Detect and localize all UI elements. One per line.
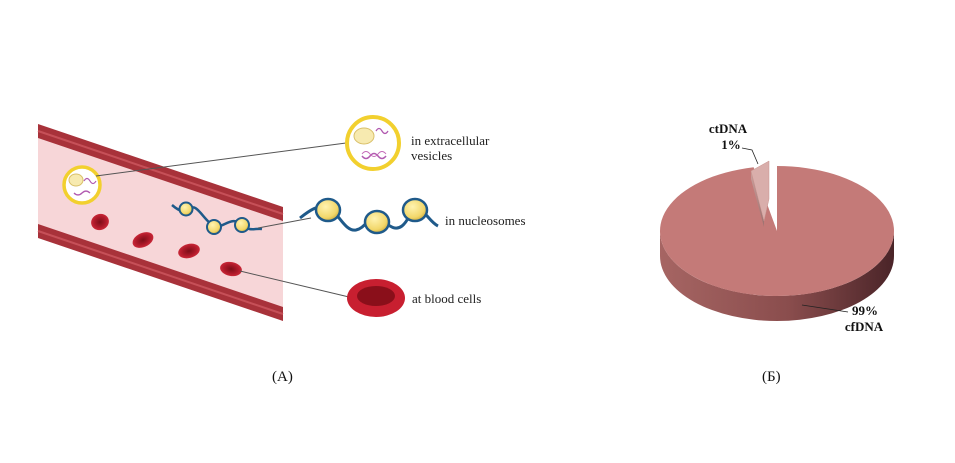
pie-slice-ctdna bbox=[750, 160, 770, 222]
connector-line bbox=[95, 142, 347, 177]
panel-b-caption: (Б) bbox=[762, 369, 781, 385]
ctdna-name-label: ctDNA bbox=[709, 121, 748, 136]
vesicles-label-line2: vesicles bbox=[411, 148, 452, 163]
blood-vessel-diagram bbox=[37, 124, 350, 321]
connector-line bbox=[239, 270, 350, 298]
vesicles-label-line1: in extracellular bbox=[411, 133, 490, 148]
nucleosome-icon bbox=[363, 209, 391, 235]
blood-cells-label: at blood cells bbox=[412, 291, 481, 306]
panel-a-caption: (А) bbox=[272, 369, 293, 385]
nucleosome-icon bbox=[401, 197, 429, 223]
red-blood-cell bbox=[220, 261, 242, 277]
vessel-blood-cells bbox=[91, 213, 242, 277]
red-blood-cell bbox=[178, 243, 200, 259]
pie-slice-cfdna-side bbox=[660, 231, 894, 321]
blood-cell-callout: at blood cells bbox=[347, 279, 481, 317]
ctdna-percent-label: 1% bbox=[721, 137, 741, 152]
vessel-nucleosomes bbox=[171, 201, 263, 235]
cfdna-leader-line bbox=[801, 304, 849, 313]
nucleosomes-label: in nucleosomes bbox=[445, 213, 526, 228]
red-blood-cell bbox=[91, 213, 109, 231]
pie-slice-ctdna-side bbox=[751, 171, 764, 227]
red-blood-cell bbox=[132, 232, 154, 248]
nucleosome-icon bbox=[314, 197, 342, 223]
cfdna-percent-label: 99% bbox=[852, 303, 878, 318]
vessel-vesicle bbox=[62, 165, 102, 205]
ctdna-leader-line bbox=[741, 147, 759, 165]
cfdna-name-label: cfDNA bbox=[845, 319, 884, 334]
nucleosome-callout: in nucleosomes bbox=[299, 197, 526, 235]
vesicle-callout: in extracellular vesicles bbox=[345, 115, 490, 171]
extracellular-vesicle-icon bbox=[345, 115, 401, 171]
pie-slice-cfdna bbox=[660, 166, 894, 296]
connector-line bbox=[257, 217, 312, 229]
